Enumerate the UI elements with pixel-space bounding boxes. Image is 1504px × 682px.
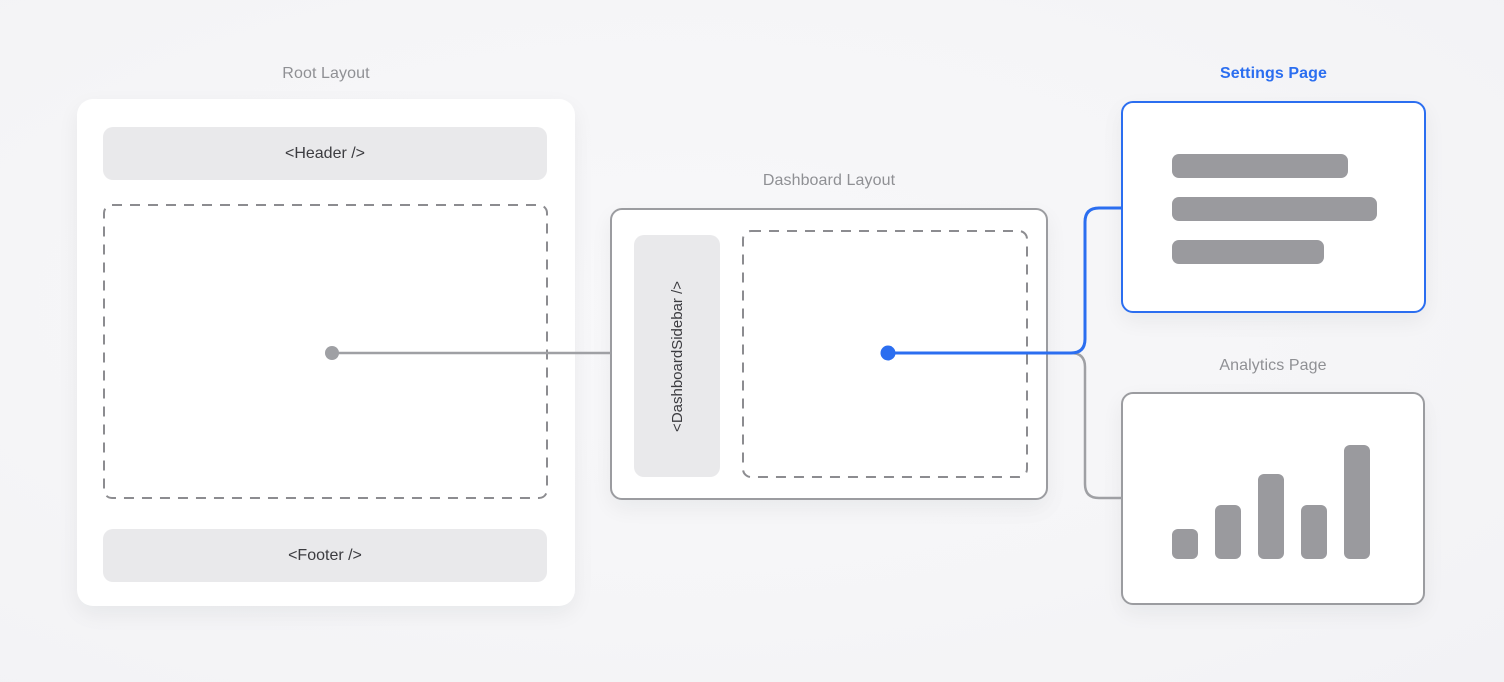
analytics-chart-bars bbox=[1172, 445, 1370, 559]
chart-bar bbox=[1344, 445, 1370, 559]
settings-page-card bbox=[1121, 101, 1426, 313]
settings-page-title: Settings Page bbox=[1219, 65, 1328, 82]
settings-skeleton-bars bbox=[1172, 154, 1377, 264]
dashboard-sidebar-label: <DashboardSidebar /> bbox=[668, 280, 686, 432]
chart-bar bbox=[1301, 505, 1327, 559]
chart-bar bbox=[1215, 505, 1241, 559]
footer-slot: <Footer /> bbox=[103, 529, 547, 582]
analytics-page-card bbox=[1121, 392, 1425, 605]
skeleton-text-bar bbox=[1172, 240, 1324, 264]
dashboard-sidebar-slot: <DashboardSidebar /> bbox=[634, 235, 720, 477]
root-layout-card: <Header /> <Footer /> bbox=[77, 99, 575, 606]
chart-bar bbox=[1172, 529, 1198, 559]
skeleton-text-bar bbox=[1172, 197, 1377, 221]
root-layout-title: Root Layout bbox=[282, 65, 370, 82]
dashboard-layout-title: Dashboard Layout bbox=[762, 172, 896, 189]
dashboard-layout-card: <DashboardSidebar /> bbox=[610, 208, 1048, 500]
header-slot: <Header /> bbox=[103, 127, 547, 180]
chart-bar bbox=[1258, 474, 1284, 559]
analytics-page-title: Analytics Page bbox=[1219, 357, 1327, 374]
connector-dashboard-to-analytics bbox=[1060, 351, 1122, 500]
footer-slot-label: <Footer /> bbox=[288, 546, 362, 564]
skeleton-text-bar bbox=[1172, 154, 1348, 178]
header-slot-label: <Header /> bbox=[284, 144, 366, 162]
